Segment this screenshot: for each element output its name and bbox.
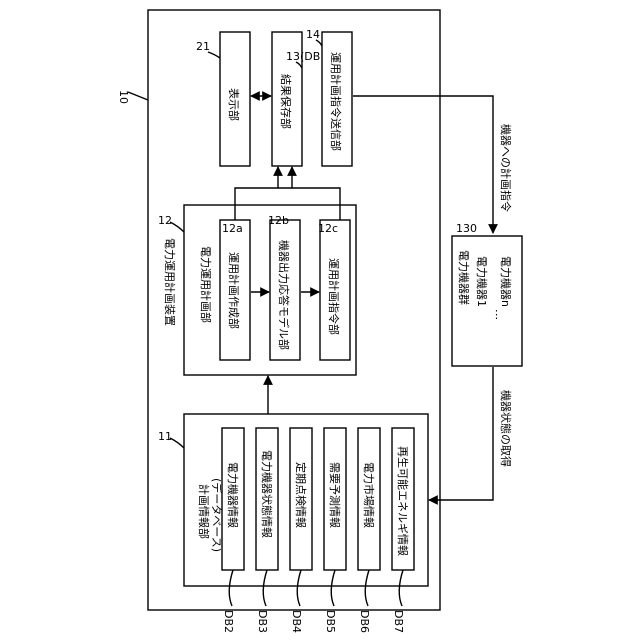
info-item-dB2: 電力機器情報 xyxy=(222,428,244,570)
db3-ref: DB3 xyxy=(256,610,269,633)
planning-unit-ref: 12 xyxy=(158,214,172,227)
equipment-group-title: 電力機器群 xyxy=(457,250,471,305)
db4-ref: DB4 xyxy=(290,610,303,633)
plan-creation-ref: 12a xyxy=(222,222,243,235)
db7-ref: DB7 xyxy=(392,610,405,633)
info-item-dB3: 電力機器状態情報 xyxy=(256,428,278,570)
db6-ref: DB6 xyxy=(358,610,371,633)
planning-unit-title: 電力運用計画部 xyxy=(199,246,213,323)
plan-command-label: 運用計画指令部 xyxy=(327,258,341,335)
plan-sender-ref: 14 xyxy=(306,28,320,41)
db2-ref: DB2 xyxy=(222,610,235,633)
device-title: 電力運用計画装置 xyxy=(163,238,177,326)
equipment-ellipsis: ⋮ xyxy=(491,308,502,321)
display-label: 表示部 xyxy=(227,88,241,121)
plan-info-title-line1: 計画情報部 xyxy=(197,484,211,539)
info-item-label: 定期点検情報 xyxy=(294,462,308,528)
info-item-dB5: 需要予測情報 xyxy=(324,428,346,570)
info-item-label: 再生可能エネルギ情報 xyxy=(396,446,410,556)
info-item-label: 需要予測情報 xyxy=(328,462,342,528)
plan-creation-label: 運用計画作成部 xyxy=(227,252,241,329)
output-model-ref: 12b xyxy=(268,214,289,227)
plan-command-to-devices-label: 機器への計画指令 xyxy=(499,124,513,212)
output-model-label: 機器出力応答モデル部 xyxy=(277,240,291,350)
info-item-dB4: 定期点検情報 xyxy=(290,428,312,570)
info-item-dB7: 再生可能エネルギ情報 xyxy=(392,428,414,570)
plan-command-ref: 12c xyxy=(318,222,338,235)
equipment-item-first: 電力機器1 xyxy=(475,256,489,307)
info-item-label: 電力機器情報 xyxy=(226,462,240,528)
info-item-dB6: 電力市場情報 xyxy=(358,428,380,570)
info-item-label: 電力市場情報 xyxy=(362,462,376,528)
result-storage-label: 結果保存部 xyxy=(279,74,293,129)
display-ref: 21 xyxy=(196,40,210,53)
db5-ref: DB5 xyxy=(324,610,337,633)
equipment-item-last: 電力機器n xyxy=(499,256,513,307)
device-state-acquisition-label: 機器状態の取得 xyxy=(499,390,513,467)
plan-info-ref: 11 xyxy=(158,430,172,443)
info-item-label: 電力機器状態情報 xyxy=(260,450,274,538)
plan-sender-label: 運用計画指令送信部 xyxy=(329,52,343,151)
device-ref-leader xyxy=(128,92,148,100)
equipment-group-ref: 130 xyxy=(456,222,477,235)
